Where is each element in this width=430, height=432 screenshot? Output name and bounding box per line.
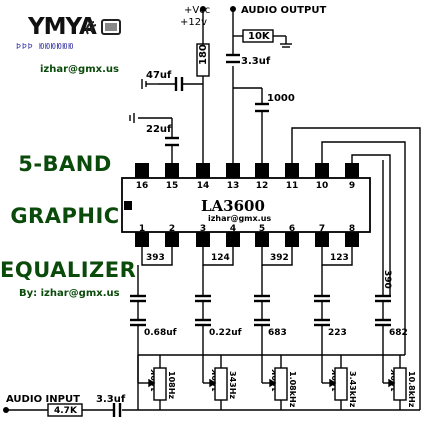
ic-bottom-pin (165, 232, 179, 247)
ic-top-pin (315, 163, 329, 178)
contact-email: izhar@gmx.us (40, 64, 119, 75)
pin12-cap-label: 1000 (267, 93, 295, 104)
ic-bottom-pin-label: 4 (230, 224, 236, 234)
pot-frequency-label: 343Hz (228, 371, 237, 399)
upper-cap-label: 123 (330, 253, 349, 263)
output-label: AUDIO OUTPUT (241, 5, 326, 16)
ic-bottom-pin-label: 8 (349, 224, 355, 234)
ic-top-pin-label: 9 (349, 181, 355, 191)
pot-frequency-label: 1.08kHz (288, 371, 297, 408)
ic-top-pin (165, 163, 179, 178)
title-line-2: GRAPHIC (10, 204, 120, 228)
upper-cap-label: 393 (146, 253, 165, 263)
wiper-arrow (269, 378, 277, 388)
ic-top-pin (226, 163, 240, 178)
ic-bottom-pin (285, 232, 299, 247)
potentiometer (334, 367, 348, 401)
voltage-label: +12v (180, 17, 207, 28)
ic-top-pin (345, 163, 359, 178)
wiper-arrow (209, 378, 217, 388)
lower-cap-label: 683 (268, 328, 287, 338)
title-line-1: 5-BAND (18, 152, 112, 176)
lower-cap-label: 0.22uf (209, 328, 242, 338)
upper-cap-label: 390 (382, 270, 392, 289)
ic-bottom-pin-label: 1 (139, 224, 145, 234)
input-terminal (3, 407, 9, 413)
pot-frequency-label: 3.43kHz (348, 371, 357, 408)
lower-cap-label: 682 (389, 328, 408, 338)
ic-bottom-pin (135, 232, 149, 247)
ic-top-pin-label: 14 (197, 181, 210, 191)
ic-top-pin-label: 16 (136, 181, 149, 191)
ic-top-pin (285, 163, 299, 178)
input-cap-label: 3.3uf (96, 394, 126, 405)
pin15-cap-label: 22uf (146, 124, 172, 135)
potentiometer (214, 367, 228, 401)
supply-resistor-label: 180 (198, 44, 209, 65)
wifi-icon (85, 19, 121, 35)
ic-bottom-pin (345, 232, 359, 247)
ic-bottom-pin (226, 232, 240, 247)
vcc-terminal (200, 6, 206, 12)
ic-top-pin-label: 12 (256, 181, 269, 191)
wiper-arrow (329, 378, 337, 388)
wiper-arrow (388, 378, 396, 388)
potentiometer (393, 367, 407, 401)
output-cap-label: 3.3uf (241, 56, 271, 67)
pot-frequency-label: 10.8kHz (407, 371, 416, 408)
ic-top-pin-label: 15 (166, 181, 179, 191)
load-resistor-label: 10K (248, 31, 271, 42)
input-label: AUDIO INPUT (6, 394, 80, 405)
pot-frequency-label: 108Hz (167, 371, 176, 399)
ic-top-pin (196, 163, 210, 178)
output-terminal (230, 6, 236, 12)
ic-bottom-pin-label: 6 (289, 224, 295, 234)
ic-top-pin-label: 13 (227, 181, 240, 191)
ic-bottom-pin-label: 5 (259, 224, 265, 234)
lower-cap-label: 223 (328, 328, 347, 338)
potentiometer (153, 367, 167, 401)
wiper-arrow (148, 378, 156, 388)
upper-cap-label: 124 (211, 253, 230, 263)
ic-bottom-pin (255, 232, 269, 247)
ic-bottom-pin (196, 232, 210, 247)
ic-top-pin (135, 163, 149, 178)
upper-cap-label: 392 (270, 253, 289, 263)
ic-credit: izhar@gmx.us (208, 214, 271, 223)
logo-text: YMYA (28, 14, 97, 40)
vcc-label: +Vcc (184, 5, 210, 16)
potentiometer (274, 367, 288, 401)
ic-top-pin-label: 11 (286, 181, 299, 191)
ic-bottom-pin-label: 7 (319, 224, 325, 234)
title-line-3: EQUALIZER (0, 258, 137, 282)
decoupling-cap-label: 47uf (146, 70, 172, 81)
byline: By: izhar@gmx.us (19, 288, 120, 299)
logo-subtitle: ϷϷϷ ЮЮЮЮЮЮ (16, 42, 75, 51)
input-resistor-label: 4.7K (54, 406, 78, 416)
lower-cap-label: 0.68uf (144, 328, 177, 338)
ic-bottom-pin (315, 232, 329, 247)
ic-bottom-pin-label: 2 (169, 224, 175, 234)
pin1-marker (124, 201, 132, 210)
ic-name: LA3600 (201, 197, 265, 215)
ic-top-pin (255, 163, 269, 178)
ic-bottom-pin-label: 3 (200, 224, 206, 234)
ic-top-pin-label: 10 (316, 181, 329, 191)
